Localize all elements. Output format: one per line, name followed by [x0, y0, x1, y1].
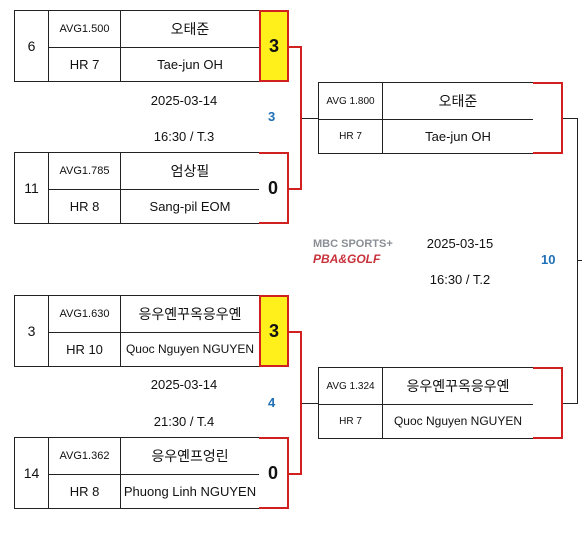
player-name-en: Quoc Nguyen NGUYEN — [393, 414, 523, 428]
bracket-connector — [300, 331, 302, 475]
player-name-en: Tae-jun OH — [425, 128, 491, 144]
player-card-quoc-nguyen-semi: AVG 1.324 HR 7 응우옌꾸옥응우옌 Quoc Nguyen NGUY… — [318, 367, 534, 439]
bracket-connector — [577, 260, 582, 261]
logo-line1: MBC SPORTS+ — [313, 238, 393, 250]
match-number: 10 — [541, 252, 556, 267]
player-hr: HR 7 — [319, 119, 383, 153]
player-name-ko: 오태준 — [170, 21, 210, 37]
player-avg: AVG 1.800 — [319, 83, 383, 119]
player-name-en: Sang-pil EOM — [149, 198, 231, 214]
player-name-ko: 응우옌꾸옥응우옌 — [138, 306, 242, 322]
player-avg: AVG1.785 — [49, 153, 121, 189]
player-hr: HR 7 — [319, 404, 383, 438]
player-name-ko: 응우옌꾸옥응우옌 — [406, 378, 510, 394]
score-loser: 0 — [259, 152, 289, 224]
player-card-oh-taejun: 6 AVG1.500 HR 7 오태준 Tae-jun OH — [14, 10, 260, 82]
player-avg: AVG1.500 — [49, 11, 121, 47]
match-time: 21:30 / T.4 — [153, 414, 215, 429]
player-name-en: Tae-jun OH — [157, 56, 223, 72]
match-date: 2025-03-14 — [150, 377, 218, 392]
bracket-connector — [302, 118, 318, 119]
player-avg: AVG 1.324 — [319, 368, 383, 404]
match-time: 16:30 / T.3 — [153, 129, 215, 144]
bracket-connector — [577, 118, 578, 404]
match-date: 2025-03-15 — [426, 236, 494, 251]
player-name-ko: 엄상필 — [170, 163, 210, 179]
score-winner: 3 — [259, 295, 289, 367]
player-hr: HR 8 — [49, 474, 121, 508]
bracket-connector — [289, 46, 302, 48]
score-pending — [533, 367, 563, 439]
player-card-eom-sangpil: 11 AVG1.785 HR 8 엄상필 Sang-pil EOM — [14, 152, 260, 224]
player-card-oh-taejun-semi: AVG 1.800 HR 7 오태준 Tae-jun OH — [318, 82, 534, 154]
bracket-connector — [563, 403, 578, 404]
player-name-en: Quoc Nguyen NGUYEN — [125, 342, 255, 356]
match-time: 16:30 / T.2 — [429, 272, 491, 287]
bracket-connector — [300, 46, 302, 190]
player-card-phuong-linh: 14 AVG1.362 HR 8 응우옌프엉린 Phuong Linh NGUY… — [14, 437, 260, 509]
bracket-connector — [563, 118, 578, 119]
score-pending — [533, 82, 563, 154]
bracket-connector — [302, 403, 318, 404]
player-avg: AVG1.630 — [49, 296, 121, 332]
player-name-en: Phuong Linh NGUYEN — [123, 483, 257, 499]
bracket-connector — [289, 188, 302, 190]
seed-number: 11 — [15, 153, 49, 223]
seed-number: 6 — [15, 11, 49, 81]
logo-line2: PBA&GOLF — [313, 252, 381, 266]
player-hr: HR 8 — [49, 189, 121, 223]
player-avg: AVG1.362 — [49, 438, 121, 474]
player-hr: HR 10 — [49, 332, 121, 366]
player-name-ko: 오태준 — [438, 93, 478, 109]
bracket-connector — [289, 473, 302, 475]
player-card-quoc-nguyen: 3 AVG1.630 HR 10 응우옌꾸옥응우옌 Quoc Nguyen NG… — [14, 295, 260, 367]
player-hr: HR 7 — [49, 47, 121, 81]
match-number: 4 — [268, 395, 276, 410]
seed-number: 3 — [15, 296, 49, 366]
player-name-ko: 응우옌프엉린 — [151, 448, 229, 464]
score-winner: 3 — [259, 10, 289, 82]
score-loser: 0 — [259, 437, 289, 509]
seed-number: 14 — [15, 438, 49, 508]
mbc-sports-pba-golf-logo: MBC SPORTS+ PBA&GOLF — [313, 238, 408, 274]
bracket-connector — [289, 331, 302, 333]
match-date: 2025-03-14 — [150, 93, 218, 108]
match-number: 3 — [268, 109, 276, 124]
